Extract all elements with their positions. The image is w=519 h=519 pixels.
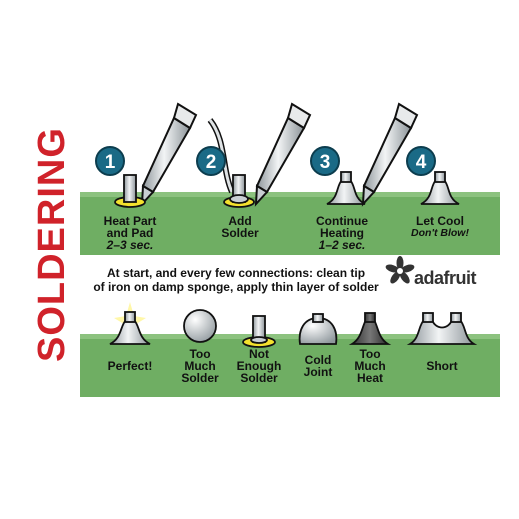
step-badge-3 (310, 146, 340, 176)
step-number-3: 3 (320, 152, 331, 173)
step-badge-2 (196, 146, 226, 176)
result-label-short: Short (426, 359, 458, 373)
step-1-joint (114, 174, 146, 208)
maintenance-tip: At start, and every few connections: cle… (93, 266, 379, 294)
step-3-joint (326, 171, 366, 205)
result-label-perfect: Perfect! (107, 359, 153, 373)
step-badges: 1 2 3 4 (95, 146, 436, 176)
result-too-much-heat-joint (348, 312, 392, 345)
step-number-4: 4 (416, 152, 427, 173)
result-short-joint (406, 312, 478, 345)
adafruit-logo-icon (385, 256, 415, 284)
result-not-enough-solder-joint (242, 315, 276, 348)
iron-3 (361, 102, 419, 207)
brand-name: adafruit (414, 268, 477, 288)
result-perfect-joint (109, 302, 151, 345)
step-badge-1 (95, 146, 125, 176)
iron-2 (254, 102, 312, 207)
step-badge-4 (406, 146, 436, 176)
step-4-joint (420, 171, 460, 205)
result-too-much-solder-joint (183, 309, 217, 343)
step-2-joint (223, 174, 255, 208)
iron-1 (140, 102, 198, 207)
step-number-1: 1 (105, 152, 116, 173)
step-number-2: 2 (206, 152, 217, 173)
result-cold-joint (298, 313, 338, 345)
